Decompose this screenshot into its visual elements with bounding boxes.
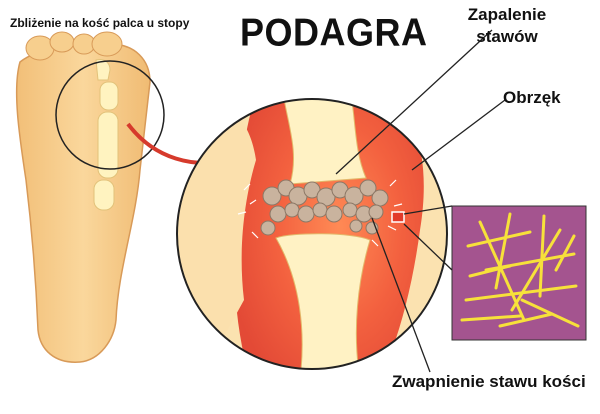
leader-lines bbox=[335, 29, 506, 373]
magnifier-circle bbox=[55, 60, 165, 170]
page-title: PODAGRA bbox=[240, 10, 428, 55]
crystal-inset bbox=[451, 205, 587, 341]
foot-illustration bbox=[15, 31, 165, 363]
label-inflammation-line1: Zapalenie bbox=[467, 5, 547, 24]
label-swelling: Obrzęk bbox=[503, 88, 561, 107]
label-inflammation: Zapalenie stawów bbox=[452, 4, 562, 48]
label-inflammation-line2: stawów bbox=[476, 27, 538, 46]
joint-closeup bbox=[176, 98, 448, 370]
caption-closeup: Zbliżenie na kość palca u stopy bbox=[10, 16, 190, 30]
calcification-deposits bbox=[260, 179, 389, 236]
label-calcification: Zwapnienie stawu kości bbox=[392, 372, 586, 391]
